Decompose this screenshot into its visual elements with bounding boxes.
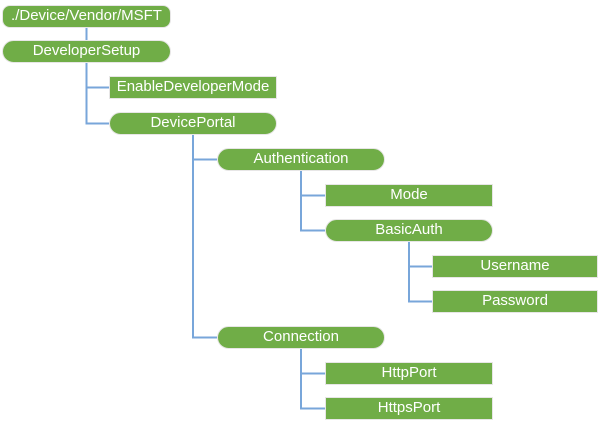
tree-node-httpsport: HttpsPort [325, 397, 493, 420]
tree-node-username: Username [432, 255, 598, 278]
connector-authentication-children [300, 171, 325, 232]
connector-basicauth-children [408, 242, 432, 303]
tree-node-authentication: Authentication [217, 148, 385, 171]
tree-node-httpport: HttpPort [325, 362, 493, 385]
connector-deviceportal-children [192, 135, 217, 339]
tree-node-basicauth: BasicAuth [325, 219, 493, 242]
tree-node-mode: Mode [325, 184, 493, 207]
tree-node-device-vendor-msft: ./Device/Vendor/MSFT [2, 5, 171, 28]
connector-connection-children [300, 349, 325, 410]
tree-node-enabledevelopermode: EnableDeveloperMode [109, 76, 277, 99]
tree-node-developersetup: DeveloperSetup [2, 40, 171, 63]
tree-node-connection: Connection [217, 326, 385, 349]
tree-node-password: Password [432, 290, 598, 313]
connector-developersetup-children [85, 63, 109, 125]
tree-node-deviceportal: DevicePortal [109, 112, 277, 135]
